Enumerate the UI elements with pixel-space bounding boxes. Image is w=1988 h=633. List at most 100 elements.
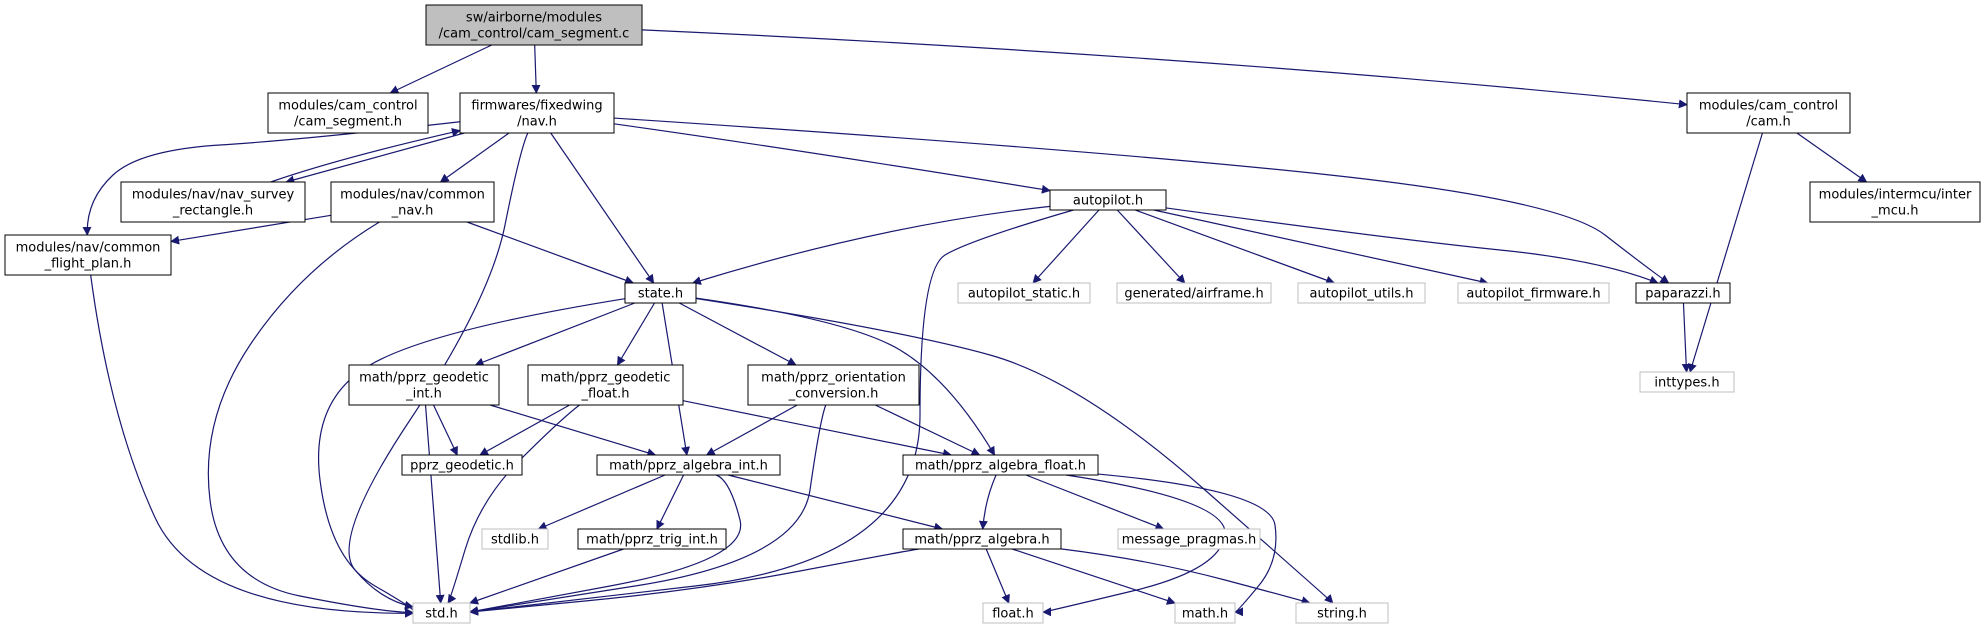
node-pprz-geodetic[interactable]: pprz_geodetic.h [401, 454, 523, 476]
node-frame [1295, 602, 1389, 624]
node-label-line: math/pprz_algebra.h [914, 533, 1049, 548]
nodes-layer: sw/airborne/modules/cam_control/cam_segm… [4, 4, 1981, 624]
edge-algebra-to-string_h [1060, 548, 1311, 605]
node-cam-h[interactable]: modules/cam_control/cam.h [1686, 92, 1851, 134]
node-geodetic-float[interactable]: math/pprz_geodetic_float.h [527, 364, 684, 406]
edge-algebra_float-to-message_pragmas [1025, 474, 1165, 531]
node-frame [1174, 602, 1236, 624]
node-frame [902, 528, 1062, 550]
node-label-line: math/pprz_algebra_int.h [609, 459, 768, 474]
node-autopilot-utils: autopilot_utils.h [1297, 282, 1426, 304]
edge-algebra_int-to-algebra [728, 474, 944, 532]
node-common-nav[interactable]: modules/nav/common_nav.h [330, 181, 495, 223]
edge-orientation-to-algebra_float [874, 404, 981, 456]
node-frame [902, 454, 1099, 476]
node-label-line: autopilot.h [1073, 194, 1143, 209]
node-label-line: sw/airborne/modules [466, 11, 602, 26]
node-label-line: generated/airframe.h [1124, 287, 1263, 302]
edge-autopilot_h-to-paparazzi [1165, 207, 1659, 285]
node-label-line: math/pprz_geodetic [359, 371, 489, 386]
node-frame [1457, 282, 1610, 304]
node-label-line: _rectangle.h [172, 204, 253, 219]
edge-state_h-to-string_h [695, 297, 1334, 604]
node-label-line: modules/nav/nav_survey [132, 188, 295, 203]
node-label-line: float.h [992, 607, 1034, 622]
edge-algebra-to-float_h [985, 548, 1010, 604]
node-nav-survey[interactable]: modules/nav/nav_survey_rectangle.h [120, 181, 306, 223]
node-paparazzi[interactable]: paparazzi.h [1635, 282, 1731, 304]
edge-orientation-to-std_h [469, 404, 827, 616]
node-label-line: /cam_segment.h [294, 115, 402, 130]
node-frame [1686, 92, 1851, 134]
node-autopilot-h[interactable]: autopilot.h [1049, 189, 1167, 211]
node-frame [527, 364, 684, 406]
edge-nav_h-to-autopilot_h [613, 123, 1051, 194]
edge-state_h-to-std_h [318, 298, 626, 617]
edge-geodetic_float-to-pprz_geodetic [479, 404, 570, 456]
edge-common_nav-to-state_h [466, 221, 635, 285]
node-label-line: message_pragmas.h [1122, 533, 1257, 548]
node-label-line: /nav.h [517, 115, 557, 130]
node-algebra-int[interactable]: math/pprz_algebra_int.h [596, 454, 781, 476]
node-frame [1639, 371, 1735, 393]
node-frame [4, 234, 172, 276]
node-geodetic-int[interactable]: math/pprz_geodetic_int.h [348, 364, 500, 406]
node-label-line: _int.h [405, 387, 442, 402]
node-label-line: _mcu.h [1871, 204, 1919, 219]
node-frame [481, 528, 549, 550]
edge-state_h-to-geodetic_int [474, 302, 636, 367]
edge-autopilot_h-to-state_h [691, 205, 1051, 285]
node-orientation[interactable]: math/pprz_orientation_conversion.h [747, 364, 920, 406]
node-label-line: _nav.h [391, 204, 434, 219]
node-airframe: generated/airframe.h [1116, 282, 1272, 304]
edge-nav_h-to-nav_survey [285, 132, 465, 185]
node-label-line: firmwares/fixedwing [471, 99, 602, 114]
edge-geodetic_float-to-algebra_float [682, 400, 953, 458]
node-flight-plan[interactable]: modules/nav/common_flight_plan.h [4, 234, 172, 276]
node-frame [957, 282, 1091, 304]
edge-geodetic_int-to-pprz_geodetic [432, 404, 458, 456]
node-frame [1049, 189, 1167, 211]
node-algebra[interactable]: math/pprz_algebra.h [902, 528, 1062, 550]
node-state-h[interactable]: state.h [624, 282, 697, 304]
edge-root-to-nav_h [531, 44, 541, 94]
node-label-line: math.h [1182, 607, 1228, 622]
edge-orientation-to-algebra_int [705, 404, 798, 456]
node-cam-segment-h[interactable]: modules/cam_control/cam_segment.h [267, 92, 429, 134]
edge-autopilot_h-to-autopilot_utils [1135, 209, 1336, 285]
edge-trig_int-to-std_h [469, 548, 624, 605]
node-nav-h[interactable]: firmwares/fixedwing/nav.h [459, 92, 615, 134]
node-label-line: modules/intermcu/inter [1819, 188, 1972, 203]
node-label-line: modules/cam_control [278, 99, 417, 114]
edge-algebra-to-std_h [469, 548, 920, 616]
node-frame [624, 282, 697, 304]
node-frame [120, 181, 306, 223]
node-label-line: inttypes.h [1654, 376, 1719, 391]
node-label-line: _conversion.h [788, 387, 879, 402]
edge-autopilot_h-to-std_h [469, 209, 1074, 616]
node-label-line: math/pprz_geodetic [541, 371, 671, 386]
node-trig-int[interactable]: math/pprz_trig_int.h [577, 528, 727, 550]
node-frame [1809, 181, 1981, 223]
node-algebra-float[interactable]: math/pprz_algebra_float.h [902, 454, 1099, 476]
edge-nav_h-to-common_nav [439, 132, 510, 183]
node-label-line: autopilot_utils.h [1310, 287, 1414, 302]
node-frame [401, 454, 523, 476]
node-frame [1635, 282, 1731, 304]
node-label-line: math/pprz_trig_int.h [586, 533, 718, 548]
node-label-line: math/pprz_algebra_float.h [915, 459, 1086, 474]
node-frame [348, 364, 500, 406]
node-label-line: paparazzi.h [1645, 287, 1720, 302]
node-frame [267, 92, 429, 134]
node-label-line: modules/nav/common [16, 241, 161, 256]
edge-state_h-to-orientation [679, 302, 797, 366]
node-label-line: pprz_geodetic.h [410, 459, 514, 474]
node-stdlib: stdlib.h [481, 528, 549, 550]
edge-algebra_float-to-float_h [1042, 474, 1226, 617]
node-label-line: /cam.h [1746, 115, 1791, 130]
node-label-line: modules/nav/common [340, 188, 485, 203]
edge-autopilot_h-to-autopilot_firmware [1153, 209, 1489, 286]
node-inter-mcu[interactable]: modules/intermcu/inter_mcu.h [1809, 181, 1981, 223]
